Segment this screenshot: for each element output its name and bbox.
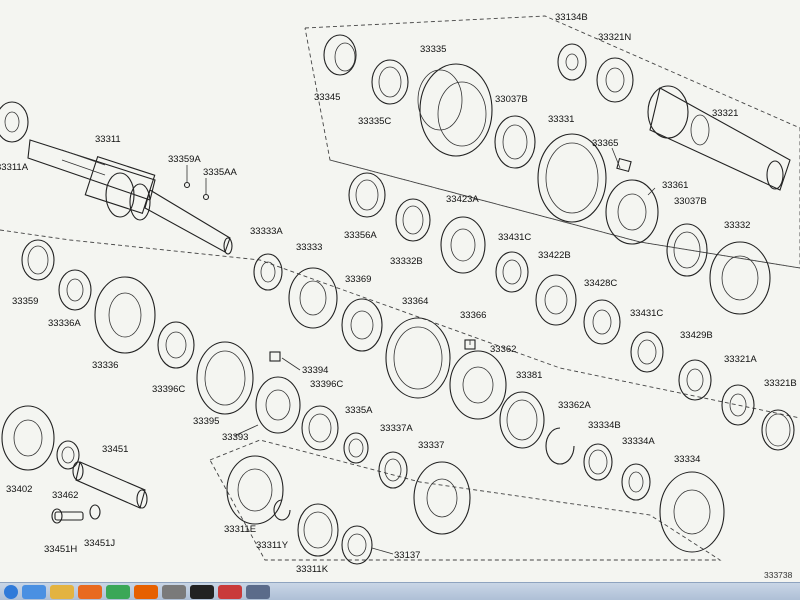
label-33365: 33365: [592, 138, 618, 149]
group-lower-boundary: [209, 439, 722, 561]
label-33336A: 33336A: [48, 318, 81, 329]
middle-right-components: [348, 172, 795, 451]
label-33396C-a: 33396C: [152, 384, 185, 395]
label-33394: 33394: [302, 365, 328, 376]
input-shaft-33311: [27, 139, 233, 255]
leader-lines: [233, 147, 656, 555]
label-33311K: 33311K: [296, 564, 329, 575]
label-33334A: 33334A: [622, 436, 655, 447]
app-icon[interactable]: [162, 584, 186, 599]
group-middle-right-boundary: [329, 159, 800, 269]
label-33037B-a: 33037B: [495, 94, 528, 105]
label-33335C: 33335C: [358, 116, 391, 127]
label-33311E: 33311E: [224, 524, 256, 535]
small-parts-33359A-3335AA: [183, 165, 210, 201]
label-33359: 33359: [12, 296, 38, 307]
label-33423A: 33423A: [446, 194, 479, 205]
label-33134B: 33134B: [555, 12, 588, 23]
upper-right-components: [323, 34, 771, 315]
label-33422B: 33422B: [538, 250, 571, 261]
label-33431C-a: 33431C: [498, 232, 531, 243]
label-33335: 33335: [420, 44, 446, 55]
label-33362: 33362: [490, 344, 516, 355]
label-33311: 33311: [95, 134, 121, 145]
label-33321B: 33321B: [764, 378, 797, 389]
transmission-parts-diagram: 33311A 33311 33359A 3335AA 33345 33335C …: [0, 12, 800, 580]
label-33402: 33402: [6, 484, 32, 495]
middle-left-components: [21, 239, 339, 451]
part-labels: 33311A 33311 33359A 3335AA 33345 33335C …: [0, 12, 797, 580]
bearing-33311A: [0, 101, 29, 143]
label-33332B: 33332B: [390, 256, 423, 267]
label-33321A: 33321A: [724, 354, 757, 365]
app-icon[interactable]: [190, 584, 214, 599]
start-orb-icon[interactable]: [4, 584, 18, 599]
label-33429B: 33429B: [680, 330, 713, 341]
media-icon[interactable]: [78, 584, 102, 599]
label-33037B-b: 33037B: [674, 196, 707, 207]
label-33362A: 33362A: [558, 400, 591, 411]
label-3335A: 3335A: [345, 405, 373, 416]
label-33332: 33332: [724, 220, 750, 231]
label-33393: 33393: [222, 432, 248, 443]
label-33334B: 33334B: [588, 420, 621, 431]
label-33345: 33345: [314, 92, 340, 103]
label-33361: 33361: [662, 180, 688, 191]
lower-left-components: [1, 405, 148, 524]
group-middle-boundary: [0, 229, 800, 419]
label-33337: 33337: [418, 440, 444, 451]
label-33321N: 33321N: [598, 32, 631, 43]
ie-icon[interactable]: [22, 584, 46, 599]
figure-code: 333738: [764, 570, 793, 580]
label-33451J: 33451J: [84, 538, 115, 549]
label-33321: 33321: [712, 108, 738, 119]
app-icon[interactable]: [246, 584, 270, 599]
label-3335AA: 3335AA: [203, 167, 237, 178]
label-33311A: 33311A: [0, 162, 29, 173]
centre-components: [253, 253, 725, 553]
label-33364: 33364: [402, 296, 428, 307]
label-33356A: 33356A: [344, 230, 377, 241]
chrome-icon[interactable]: [106, 584, 130, 599]
group-boundaries: [0, 15, 800, 561]
label-33337A: 33337A: [380, 423, 413, 434]
label-33395: 33395: [193, 416, 219, 427]
label-33462: 33462: [52, 490, 78, 501]
label-33451: 33451: [102, 444, 128, 455]
label-33359A: 33359A: [168, 154, 201, 165]
label-33311Y: 33311Y: [256, 540, 289, 551]
label-33381: 33381: [516, 370, 542, 381]
label-33334: 33334: [674, 454, 700, 465]
label-33369: 33369: [345, 274, 371, 285]
lower-group-components: [226, 455, 373, 565]
output-shaft-33321: [647, 85, 791, 191]
app-icon[interactable]: [218, 584, 242, 599]
folder-icon[interactable]: [50, 584, 74, 599]
label-33333: 33333: [296, 242, 322, 253]
label-33336: 33336: [92, 360, 118, 371]
label-33137: 33137: [394, 550, 420, 561]
label-33366: 33366: [460, 310, 486, 321]
label-33451H: 33451H: [44, 544, 77, 555]
firefox-icon[interactable]: [134, 584, 158, 599]
label-33428C: 33428C: [584, 278, 617, 289]
taskbar: [0, 582, 800, 600]
label-33396C-b: 33396C: [310, 379, 343, 390]
label-33431C-b: 33431C: [630, 308, 663, 319]
label-33331: 33331: [548, 114, 574, 125]
label-33333A: 33333A: [250, 226, 283, 237]
